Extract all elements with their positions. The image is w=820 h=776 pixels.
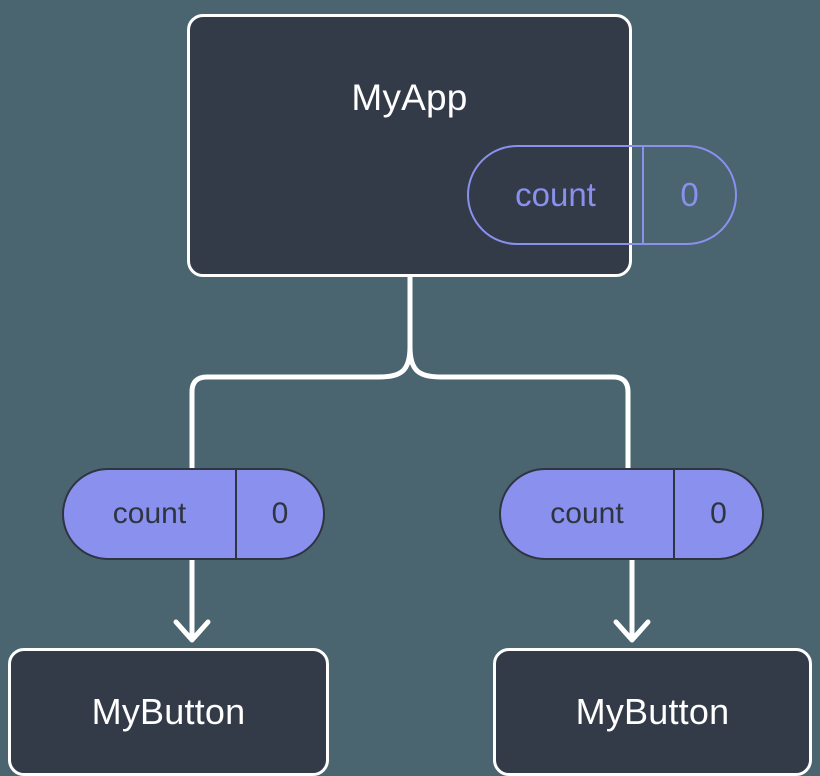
- component-node-mybutton-left[interactable]: MyButton: [8, 648, 329, 776]
- state-pill-name: count: [515, 176, 596, 213]
- component-node-mybutton-right[interactable]: MyButton: [493, 648, 812, 776]
- state-pill-count-root[interactable]: count 0: [467, 145, 737, 245]
- prop-pill-count-right[interactable]: count 0: [499, 468, 764, 560]
- connector-branch-left: [189, 344, 413, 473]
- arrow-right-head-icon: [613, 619, 651, 643]
- prop-pill-value: 0: [235, 470, 323, 558]
- connector-branch-right: [407, 344, 631, 473]
- component-node-myapp[interactable]: MyApp count 0: [187, 14, 737, 277]
- arrow-left-head-icon: [173, 619, 211, 643]
- prop-pill-name: count: [550, 497, 624, 530]
- prop-pill-value: 0: [673, 470, 762, 558]
- state-pill-value: 0: [642, 147, 735, 243]
- component-label-mybutton: MyButton: [91, 691, 246, 732]
- prop-pill-name: count: [112, 497, 187, 530]
- prop-pill-count-left[interactable]: count 0: [62, 468, 325, 560]
- component-label-myapp: MyApp: [351, 77, 468, 118]
- component-label-mybutton: MyButton: [575, 691, 730, 732]
